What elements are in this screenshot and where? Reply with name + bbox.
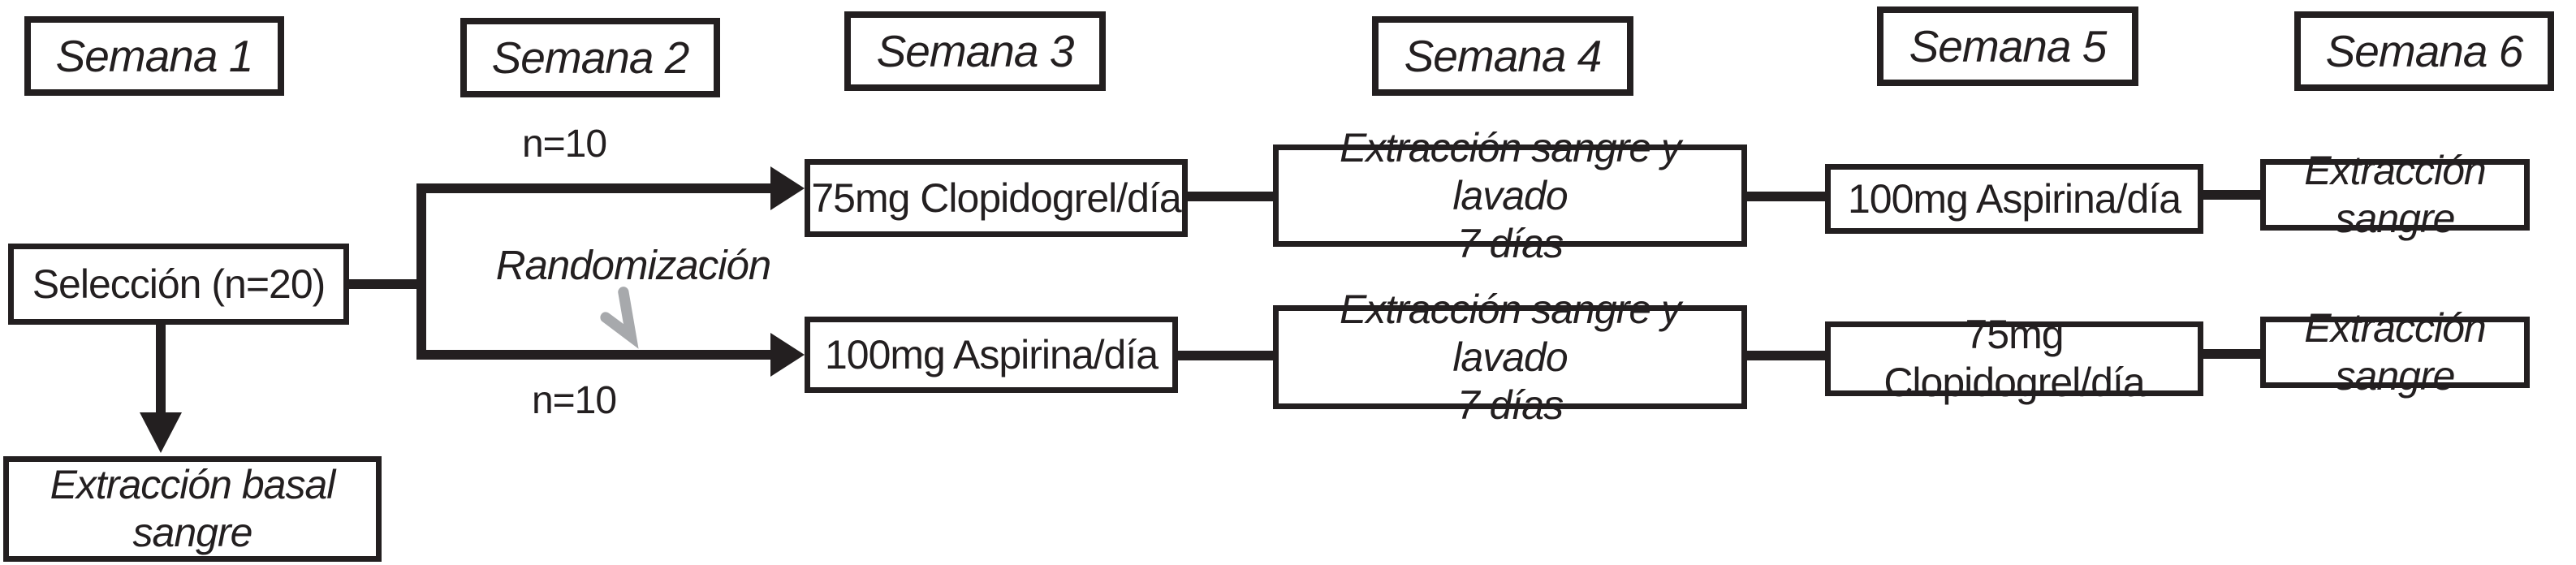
arm-bottom-week4-box: Extracción sangre y lavado 7 días — [1273, 287, 1747, 428]
selection-label: Selección (n=20) — [32, 261, 326, 307]
week-header-4: Semana 4 — [1372, 16, 1633, 96]
arm-bottom-week3-label: 100mg Aspirina/día — [824, 331, 1159, 377]
arm-top-week5-box: 100mg Aspirina/día — [1825, 164, 2203, 234]
week-header-6: Semana 6 — [2294, 11, 2554, 91]
arm-top-week3-label: 75mg Clopidogrel/día — [811, 175, 1181, 221]
arm-top-branch-line — [416, 183, 772, 193]
randomization-chevron-icon — [593, 286, 659, 349]
week-header-3-label: Semana 3 — [876, 26, 1075, 76]
week-header-5: Semana 5 — [1877, 6, 2138, 86]
baseline-extraction-line2: sangre — [132, 510, 253, 555]
week-header-4-label: Semana 4 — [1404, 31, 1603, 81]
arm-bottom-week6-label: Extracción sangre — [2304, 305, 2486, 399]
arm-bottom-branch-line — [416, 350, 772, 360]
week-header-1: Semana 1 — [24, 16, 284, 96]
week-header-3: Semana 3 — [844, 11, 1106, 91]
arm-top-week4-line1: Extracción sangre y lavado — [1339, 124, 1681, 218]
arm-bottom-connector-1 — [1175, 351, 1276, 360]
arm-top-week6-box: Extracción sangre — [2260, 148, 2530, 241]
n10-top-label: n=10 — [521, 122, 607, 166]
arm-bottom-week4-line2: 7 días — [1456, 382, 1564, 428]
arm-bottom-connector-3 — [2200, 349, 2263, 359]
branch-vertical-line — [416, 183, 426, 360]
arm-top-connector-2 — [1744, 192, 1828, 201]
selection-to-baseline-line — [156, 325, 166, 416]
week-header-6-label: Semana 6 — [2325, 26, 2524, 76]
n10-bottom-label: n=10 — [531, 378, 617, 422]
selection-box: Selección (n=20) — [8, 244, 349, 325]
randomization-label: Randomización — [495, 241, 772, 288]
arm-bottom-week5-label: 75mg Clopidogrel/día — [1883, 312, 2145, 405]
arm-top-connector-3 — [2200, 190, 2263, 200]
week-header-2: Semana 2 — [460, 18, 720, 97]
arrowhead-right-bottom-icon — [770, 333, 805, 377]
arm-top-week3-box: 75mg Clopidogrel/día — [805, 159, 1188, 237]
week-header-5-label: Semana 5 — [1909, 21, 2108, 71]
arm-bottom-week4-line1: Extracción sangre y lavado — [1339, 286, 1681, 380]
arm-top-week5-label: 100mg Aspirina/día — [1847, 175, 2181, 222]
arrowhead-down-icon — [140, 412, 182, 453]
baseline-extraction-box: Extracción basal sangre — [3, 456, 382, 562]
baseline-extraction-line1: Extracción basal — [50, 462, 336, 507]
arm-bottom-week5-box: 75mg Clopidogrel/día — [1825, 312, 2203, 405]
arrowhead-right-top-icon — [770, 166, 805, 210]
selection-to-branch-line — [349, 279, 426, 289]
arm-bottom-connector-2 — [1744, 351, 1828, 360]
arm-bottom-week6-box: Extracción sangre — [2260, 305, 2530, 399]
week-header-1-label: Semana 1 — [55, 31, 254, 81]
arm-bottom-week3-box: 100mg Aspirina/día — [805, 317, 1178, 393]
arm-top-week6-label: Extracción sangre — [2304, 148, 2486, 241]
week-header-2-label: Semana 2 — [491, 32, 690, 83]
arm-top-connector-1 — [1184, 192, 1276, 201]
arm-top-week4-line2: 7 días — [1456, 220, 1564, 266]
arm-top-week4-box: Extracción sangre y lavado 7 días — [1273, 125, 1747, 266]
